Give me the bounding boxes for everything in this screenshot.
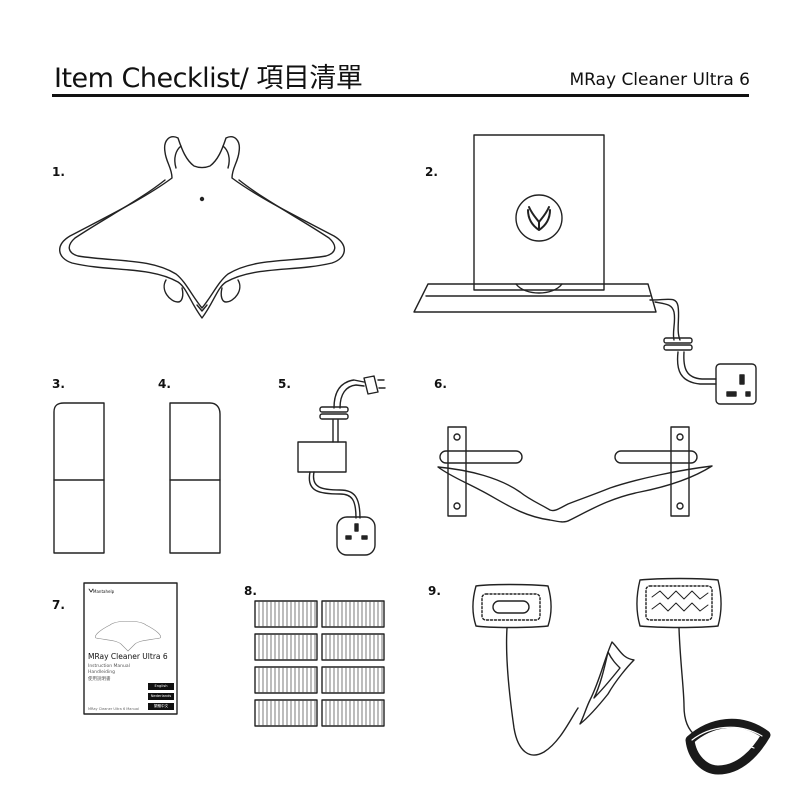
manual-language-tag: English: [148, 683, 174, 690]
manual-language-tag: 繁體中文: [148, 703, 174, 710]
header-divider: [52, 94, 749, 97]
cleaner-robot-icon: [60, 137, 345, 318]
power-adapter-icon: [298, 376, 385, 555]
item-number-6: 6.: [434, 377, 447, 391]
instruction-manual-icon: [84, 583, 177, 714]
item-number-5: 5.: [278, 377, 291, 391]
manual-footer: MRay Cleaner Ultra 6 Manual: [88, 707, 140, 711]
manual-title: MRay Cleaner Ultra 6: [88, 652, 168, 661]
manual-language-tag: Nederlands: [148, 693, 174, 700]
item-number-2: 2.: [425, 165, 438, 179]
manual-line-3: 使用說明書: [88, 677, 111, 682]
float-block-icon: [170, 403, 220, 553]
float-block-icon: [54, 403, 104, 553]
charging-dock-icon: [414, 135, 756, 404]
cleaning-tools-icon: [473, 579, 766, 771]
item-number-4: 4.: [158, 377, 171, 391]
manual-brand: Mantahelp: [93, 589, 115, 594]
item-number-9: 9.: [428, 584, 441, 598]
wall-bracket-icon: [438, 427, 712, 522]
item-number-3: 3.: [52, 377, 65, 391]
filter-pad: [322, 667, 384, 693]
filter-pad: [255, 634, 317, 660]
filter-pad: [322, 634, 384, 660]
filter-pad: [322, 601, 384, 627]
manual-line-2: Handleiding: [88, 670, 115, 675]
filter-pad: [255, 667, 317, 693]
manual-line-1: Instruction Manual: [88, 664, 130, 669]
filter-pad: [255, 601, 317, 627]
page-title: Item Checklist/ 項目清單: [54, 63, 363, 94]
product-name: MRay Cleaner Ultra 6: [569, 70, 750, 90]
item-number-1: 1.: [52, 165, 65, 179]
item-number-7: 7.: [52, 598, 65, 612]
filter-pad: [322, 700, 384, 726]
filter-pads-icon: [255, 601, 384, 726]
filter-pad: [255, 700, 317, 726]
item-number-8: 8.: [244, 584, 257, 598]
